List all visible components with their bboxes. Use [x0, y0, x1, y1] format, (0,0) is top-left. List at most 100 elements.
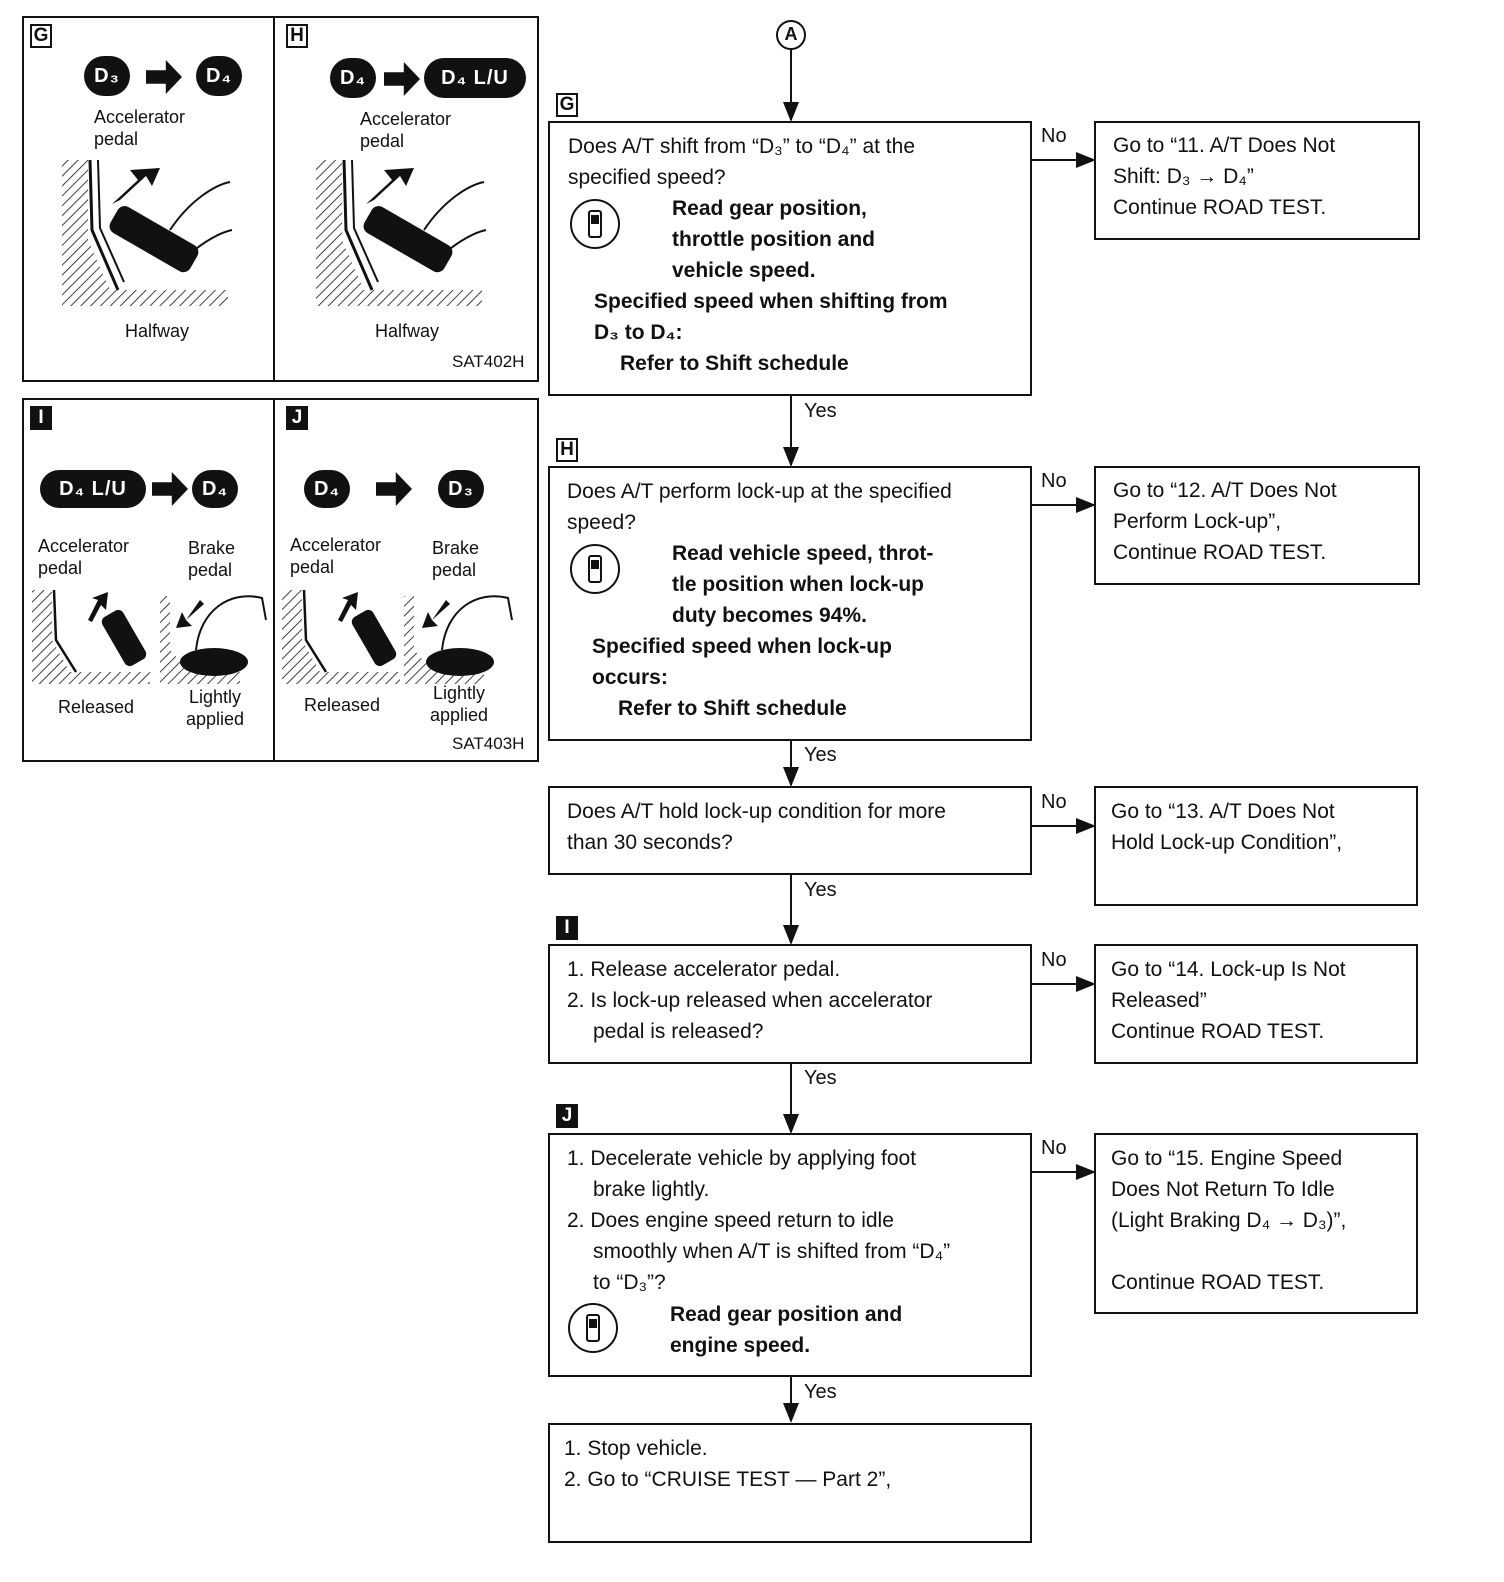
read-instruction: throttle position and [672, 228, 875, 251]
result-line: Go to “11. A/T Does Not [1113, 134, 1336, 157]
step-badge-i: I [556, 916, 578, 940]
yes-label: Yes [804, 400, 837, 422]
figure-code: SAT403H [452, 734, 525, 753]
question-line: Does A/T hold lock-up condition for more [567, 800, 946, 823]
result-line: Go to “13. A/T Does Not [1111, 800, 1335, 823]
result-i-box: Go to “14. Lock-up Is Not Released” Cont… [1094, 944, 1418, 1064]
brake-pedal-icon [404, 595, 513, 684]
no-label: No [1041, 949, 1067, 971]
brake-state: Lightly applied [429, 683, 489, 725]
accelerator-pedal-icon [282, 589, 400, 684]
result-line: Continue ROAD TEST. [1113, 541, 1327, 564]
instruction-line: 1. Release accelerator pedal. [567, 958, 841, 981]
accelerator-state: Released [303, 695, 381, 715]
step-i-box: 1. Release accelerator pedal. 2. Is lock… [548, 944, 1032, 1064]
instruction-line: 2. Is lock-up released when accelerator [567, 989, 933, 1012]
no-label: No [1041, 1137, 1067, 1159]
panel-badge-g: G [30, 24, 52, 48]
read-instruction: Read vehicle speed, throt- [672, 542, 934, 565]
result-line: Shift: D₃ → D₄” [1113, 165, 1254, 188]
gear-from-pill: D₄ [304, 470, 350, 508]
result-line: Continue ROAD TEST. [1111, 1271, 1325, 1294]
result-j-box: Go to “15. Engine Speed Does Not Return … [1094, 1133, 1418, 1314]
instruction-line: 1. Decelerate vehicle by applying foot [567, 1147, 917, 1170]
figure-code: SAT402H [452, 352, 525, 371]
gear-from-pill: D₄ [330, 58, 376, 98]
step-j-box: 1. Decelerate vehicle by applying foot b… [548, 1133, 1032, 1377]
yes-label: Yes [804, 1381, 837, 1403]
consult-tool-icon [568, 1303, 618, 1353]
result-hold-box: Go to “13. A/T Does Not Hold Lock-up Con… [1094, 786, 1418, 906]
accelerator-state: Released [57, 697, 135, 717]
instruction-line: to “D₃”? [593, 1271, 666, 1294]
result-line: Continue ROAD TEST. [1111, 1020, 1325, 1043]
instruction-line: brake lightly. [593, 1178, 710, 1201]
instruction-line: 2. Go to “CRUISE TEST — Part 2”, [564, 1468, 892, 1491]
brake-state: Lightly applied [185, 687, 245, 729]
yes-label: Yes [804, 744, 837, 766]
instruction-line: pedal is released? [593, 1020, 764, 1043]
question-line: than 30 seconds? [567, 831, 733, 854]
gear-to-pill: D₄ L/U [424, 58, 526, 98]
read-instruction: duty becomes 94%. [672, 604, 867, 627]
spec-line: D₃ to D₄: [594, 321, 683, 344]
result-line: Continue ROAD TEST. [1113, 196, 1327, 219]
no-label: No [1041, 470, 1067, 492]
gear-from-pill: D₄ L/U [40, 470, 146, 508]
gear-to-pill: D₄ [192, 470, 238, 508]
pedal-state: Halfway [374, 321, 440, 341]
pedal-state: Halfway [124, 321, 190, 341]
question-line: Does A/T perform lock-up at the specifie… [567, 480, 952, 503]
read-instruction: tle position when lock-up [672, 573, 924, 596]
result-line: Go to “15. Engine Speed [1111, 1147, 1343, 1170]
result-g-box: Go to “11. A/T Does Not Shift: D₃ → D₄” … [1094, 121, 1420, 240]
accelerator-pedal-icon [32, 589, 150, 684]
start-connector-label: A [784, 24, 798, 44]
spec-line: Specified speed when shifting from [594, 290, 948, 313]
result-line: Released” [1111, 989, 1207, 1012]
no-label: No [1041, 791, 1067, 813]
instruction-line: 1. Stop vehicle. [564, 1437, 708, 1460]
brake-label: Brake pedal [432, 538, 480, 580]
read-instruction: vehicle speed. [672, 259, 816, 282]
result-line: Go to “12. A/T Does Not [1113, 479, 1337, 502]
pedal-label: Accelerator pedal [94, 107, 186, 149]
instruction-line: smoothly when A/T is shifted from “D₄” [593, 1240, 951, 1263]
gear-to-pill: D₄ [196, 56, 242, 96]
question-line: Does A/T shift from “D₃” to “D₄” at the [568, 135, 915, 158]
accelerator-pedal-icon [316, 159, 487, 306]
pedal-label: Accelerator pedal [360, 109, 452, 151]
result-line: Go to “14. Lock-up Is Not [1111, 958, 1346, 981]
read-instruction: Read gear position, [672, 197, 867, 220]
panel-badge-h: H [286, 24, 308, 48]
accelerator-pedal-icon [62, 159, 233, 306]
spec-line: Refer to Shift schedule [620, 352, 849, 375]
result-line: Perform Lock-up”, [1113, 510, 1282, 533]
step-badge-j: J [556, 1104, 578, 1128]
step-badge-h: H [556, 438, 578, 462]
panel-badge-i: I [30, 406, 52, 430]
accelerator-label: Accelerator pedal [290, 535, 382, 577]
result-line: Does Not Return To Idle [1111, 1178, 1335, 1201]
spec-line: Refer to Shift schedule [618, 697, 847, 720]
read-instruction: Read gear position and [670, 1303, 903, 1326]
step-badge-g: G [556, 93, 578, 117]
step-h-box: Does A/T perform lock-up at the specifie… [548, 466, 1032, 741]
result-h-box: Go to “12. A/T Does Not Perform Lock-up”… [1094, 466, 1420, 585]
accelerator-label: Accelerator pedal [38, 536, 130, 578]
instruction-line: 2. Does engine speed return to idle [567, 1209, 894, 1232]
brake-label: Brake pedal [188, 538, 236, 580]
consult-tool-icon [570, 199, 620, 249]
yes-label: Yes [804, 1067, 837, 1089]
no-label: No [1041, 125, 1067, 147]
result-line: Hold Lock-up Condition”, [1111, 831, 1343, 854]
panel-badge-j: J [286, 406, 308, 430]
consult-tool-icon [570, 544, 620, 594]
result-line: (Light Braking D₄ → D₃)”, [1111, 1209, 1347, 1232]
final-step-box: 1. Stop vehicle. 2. Go to “CRUISE TEST —… [548, 1423, 1032, 1543]
read-instruction: engine speed. [670, 1334, 811, 1357]
question-line: specified speed? [568, 166, 726, 189]
step-g-box: Does A/T shift from “D₃” to “D₄” at the … [548, 121, 1032, 396]
